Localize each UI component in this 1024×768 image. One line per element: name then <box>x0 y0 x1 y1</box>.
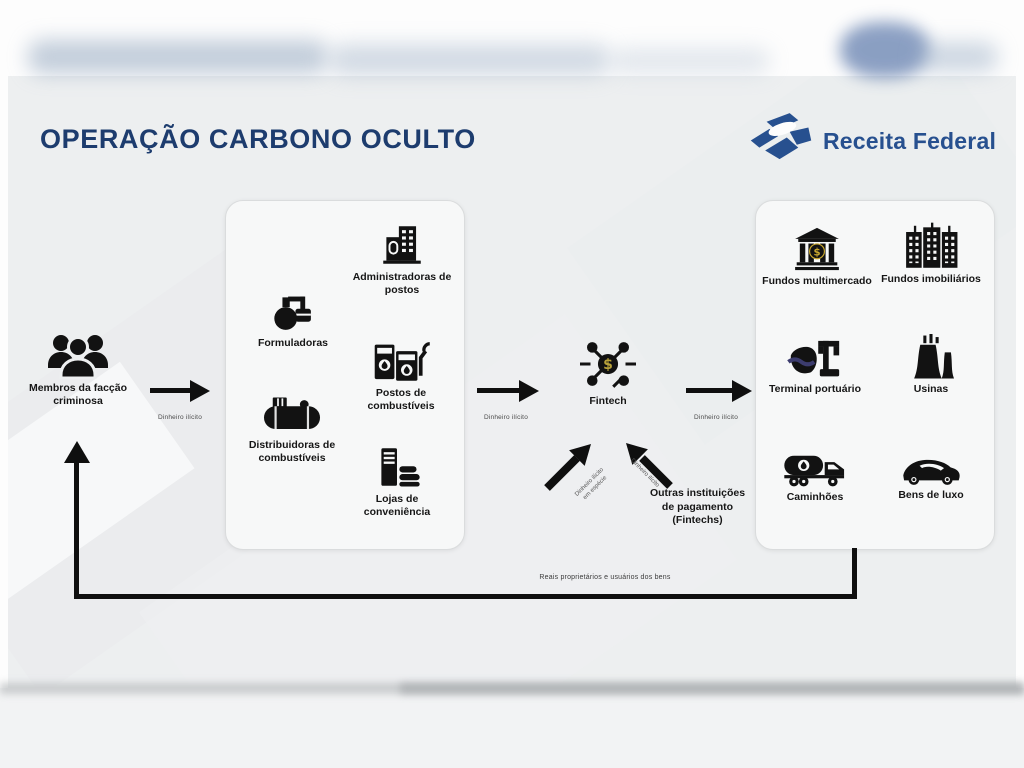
node-fundos-imobiliarios: Fundos imobiliários <box>881 222 981 286</box>
node-label: Lojas de conveniência <box>363 493 431 519</box>
node-lojas-de-conveniencia: Lojas de conveniência <box>345 444 449 519</box>
cash-arrow-up-right <box>544 444 591 491</box>
return-path-left-segment <box>74 462 79 598</box>
fuel-tank-icon <box>260 394 324 436</box>
node-label: Caminhões <box>786 491 844 503</box>
luxury-car-icon <box>900 452 962 486</box>
node-fundos-multimercado: $ Fundos multimercado <box>761 226 873 288</box>
fintech-dollar-symbol: $ <box>603 357 613 373</box>
blurred-top-artifact <box>330 44 610 76</box>
node-bens-de-luxo: Bens de luxo <box>886 452 976 502</box>
arrow-label: Dinheiro ilícito <box>483 414 529 421</box>
node-label: Membros da facção criminosa <box>28 382 128 408</box>
node-label: Distribuidoras de combustíveis <box>248 439 336 465</box>
formulator-flask-icon <box>267 290 319 334</box>
flow-arrow-actor-to-fuel <box>150 388 190 393</box>
node-usinas: Usinas <box>886 334 976 396</box>
arrow-label: Dinheiro ilícito <box>157 414 203 421</box>
port-terminal-icon <box>786 334 844 380</box>
blurred-top-artifact <box>28 40 328 74</box>
page-title: OPERAÇÃO CARBONO OCULTO <box>40 124 476 154</box>
return-arrow-label: Reais proprietários e usuários dos bens <box>539 574 671 581</box>
node-label: Administradoras de postos <box>352 271 452 297</box>
node-caminhoes: Caminhões <box>763 446 867 504</box>
node-label: Bens de luxo <box>898 489 964 501</box>
receita-federal-mark-icon <box>745 110 817 173</box>
flow-arrow-fintech-to-assets <box>686 388 732 393</box>
return-arrow-head <box>64 441 90 463</box>
flow-arrow-fuel-to-fintech <box>477 388 519 393</box>
institutions-arrow-up-left <box>626 443 673 489</box>
blurred-top-artifact <box>840 22 930 78</box>
arrow-label: Dinheiro ilícito <box>693 414 739 421</box>
return-path-right-segment <box>852 548 857 599</box>
node-administradoras-de-postos: Administradoras de postos <box>342 222 462 297</box>
node-formuladoras: Formuladoras <box>233 290 353 350</box>
node-label: Postos de combustíveis <box>367 387 435 413</box>
node-label: Usinas <box>913 383 949 395</box>
receita-federal-logo: Receita Federal <box>745 110 996 173</box>
node-label: Terminal portuário <box>769 383 861 395</box>
blurred-bottom-band <box>400 683 1024 694</box>
node-terminal-portuario: Terminal portuário <box>767 334 863 396</box>
criminal-group-icon <box>46 331 110 380</box>
other-payment-institutions-label: Outras instituições de pagamento (Fintec… <box>649 487 746 527</box>
node-distribuidoras-de-combustiveis: Distribuidoras de combustíveis <box>228 394 356 465</box>
fund-dollar-symbol: $ <box>813 247 820 258</box>
node-label: Fundos imobiliários <box>881 273 981 285</box>
fuel-pumps-icon <box>371 338 431 384</box>
node-postos-de-combustiveis: Postos de combustíveis <box>346 338 456 413</box>
node-membros-da-faccao: Membros da facção criminosa <box>20 331 136 408</box>
blurred-top-artifact <box>610 48 770 74</box>
node-fintech: $ Fintech <box>563 336 653 408</box>
receita-federal-wordmark: Receita Federal <box>823 128 997 154</box>
tanker-truck-icon <box>782 446 848 488</box>
fuel-sector-box <box>225 200 465 550</box>
return-path-bottom-segment <box>74 594 857 599</box>
fintech-network-icon: $ <box>578 336 638 392</box>
power-plant-icon <box>906 334 956 380</box>
node-label: Fundos multimercado <box>762 275 872 287</box>
real-estate-buildings-icon <box>903 222 959 270</box>
node-label: Fintech <box>589 395 627 407</box>
multimarket-fund-bank-icon: $ <box>792 226 842 272</box>
station-admin-building-icon <box>377 222 427 268</box>
convenience-store-icon <box>372 444 422 490</box>
bottom-strip <box>0 688 1024 768</box>
node-label: Formuladoras <box>257 337 328 349</box>
blurred-top-artifact <box>918 42 998 72</box>
